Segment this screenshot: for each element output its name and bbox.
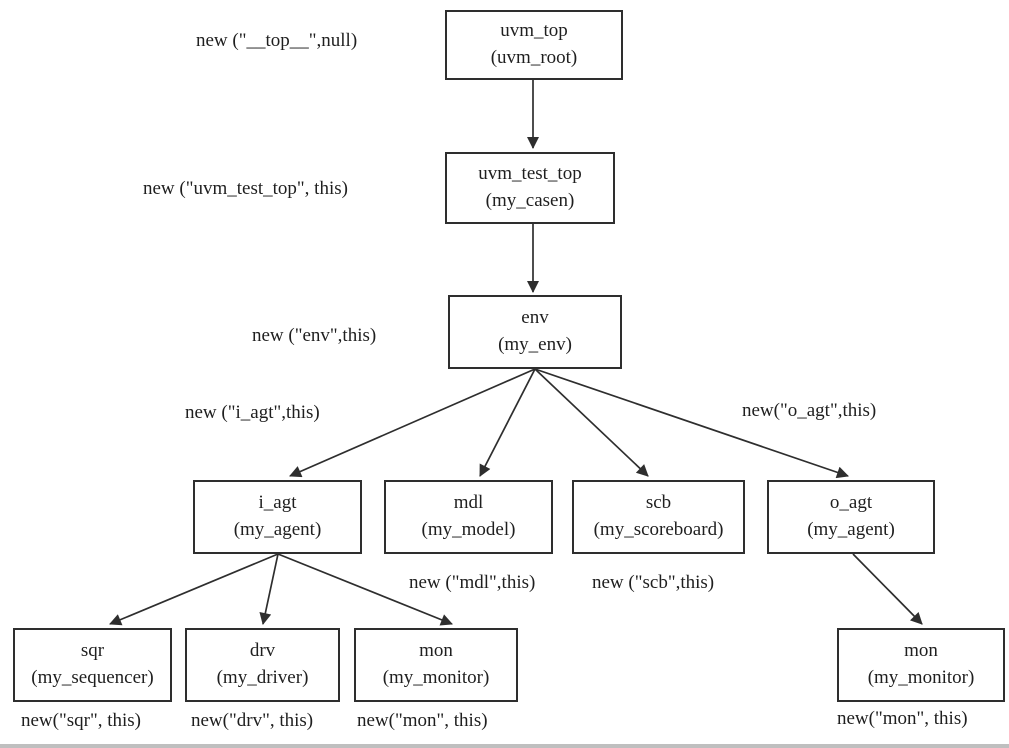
arrow-oagt-to-mon bbox=[852, 553, 923, 625]
node-class-label: (my_monitor) bbox=[867, 667, 975, 688]
node-mdl: mdl (my_model) bbox=[384, 480, 553, 554]
node-class-label: (my_agent) bbox=[233, 519, 322, 540]
call-label-mdl: new ("mdl",this) bbox=[409, 572, 536, 593]
call-label-scb: new ("scb",this) bbox=[592, 572, 715, 593]
node-scb: scb (my_scoreboard) bbox=[572, 480, 745, 554]
node-uvm-test-top: uvm_test_top (my_casen) bbox=[445, 152, 615, 224]
arrow-iagt-to-sqr bbox=[109, 553, 279, 626]
node-sqr: sqr (my_sequencer) bbox=[13, 628, 172, 702]
arrow-env-to-mdl bbox=[479, 368, 536, 477]
node-instance-label: uvm_test_top bbox=[478, 163, 582, 185]
node-class-label: (my_agent) bbox=[807, 519, 895, 540]
node-instance-label: sqr bbox=[80, 640, 105, 662]
call-label-o-agt: new("o_agt",this) bbox=[742, 400, 877, 421]
node-instance-label: uvm_top bbox=[500, 20, 568, 42]
call-label-sqr: new("sqr", this) bbox=[21, 710, 141, 731]
arrow-env-to-oagt bbox=[534, 368, 849, 479]
image-bottom-border bbox=[0, 744, 1009, 748]
call-label-uvm-test-top: new ("uvm_test_top", this) bbox=[143, 178, 348, 199]
node-class-label: (my_model) bbox=[421, 519, 516, 540]
node-instance-label: mon bbox=[419, 640, 453, 662]
node-instance-label: o_agt bbox=[829, 492, 873, 514]
arrow-iagt-to-drv bbox=[259, 553, 279, 625]
call-label-mon-output: new("mon", this) bbox=[837, 708, 968, 729]
node-class-label: (my_sequencer) bbox=[31, 667, 154, 688]
call-label-env: new ("env",this) bbox=[252, 325, 377, 346]
node-instance-label: mon bbox=[904, 640, 938, 662]
node-drv: drv (my_driver) bbox=[185, 628, 340, 702]
node-class-label: (my_driver) bbox=[216, 667, 309, 688]
call-label-drv: new("drv", this) bbox=[191, 710, 314, 731]
node-mon-input: mon (my_monitor) bbox=[354, 628, 518, 702]
call-label-mon-input: new("mon", this) bbox=[357, 710, 488, 731]
node-class-label: (my_casen) bbox=[485, 190, 575, 211]
node-class-label: (my_monitor) bbox=[382, 667, 490, 688]
node-instance-label: scb bbox=[645, 492, 672, 514]
node-class-label: (my_scoreboard) bbox=[593, 519, 724, 540]
node-i-agt: i_agt (my_agent) bbox=[193, 480, 362, 554]
node-env: env (my_env) bbox=[448, 295, 622, 369]
node-class-label: (uvm_root) bbox=[490, 47, 578, 68]
node-mon-output: mon (my_monitor) bbox=[837, 628, 1005, 702]
call-label-uvm-top: new ("__top__",null) bbox=[196, 30, 358, 51]
node-instance-label: mdl bbox=[453, 492, 484, 514]
node-instance-label: env bbox=[521, 307, 549, 329]
arrow-env-to-iagt bbox=[289, 368, 536, 478]
call-label-i-agt: new ("i_agt",this) bbox=[185, 402, 320, 423]
node-class-label: (my_env) bbox=[498, 334, 572, 355]
node-instance-label: drv bbox=[249, 640, 276, 662]
arrow-iagt-to-mon bbox=[277, 553, 453, 626]
node-o-agt: o_agt (my_agent) bbox=[767, 480, 935, 554]
arrow-env-to-scb bbox=[534, 368, 649, 477]
node-instance-label: i_agt bbox=[258, 492, 297, 514]
node-uvm-top: uvm_top (uvm_root) bbox=[445, 10, 623, 80]
